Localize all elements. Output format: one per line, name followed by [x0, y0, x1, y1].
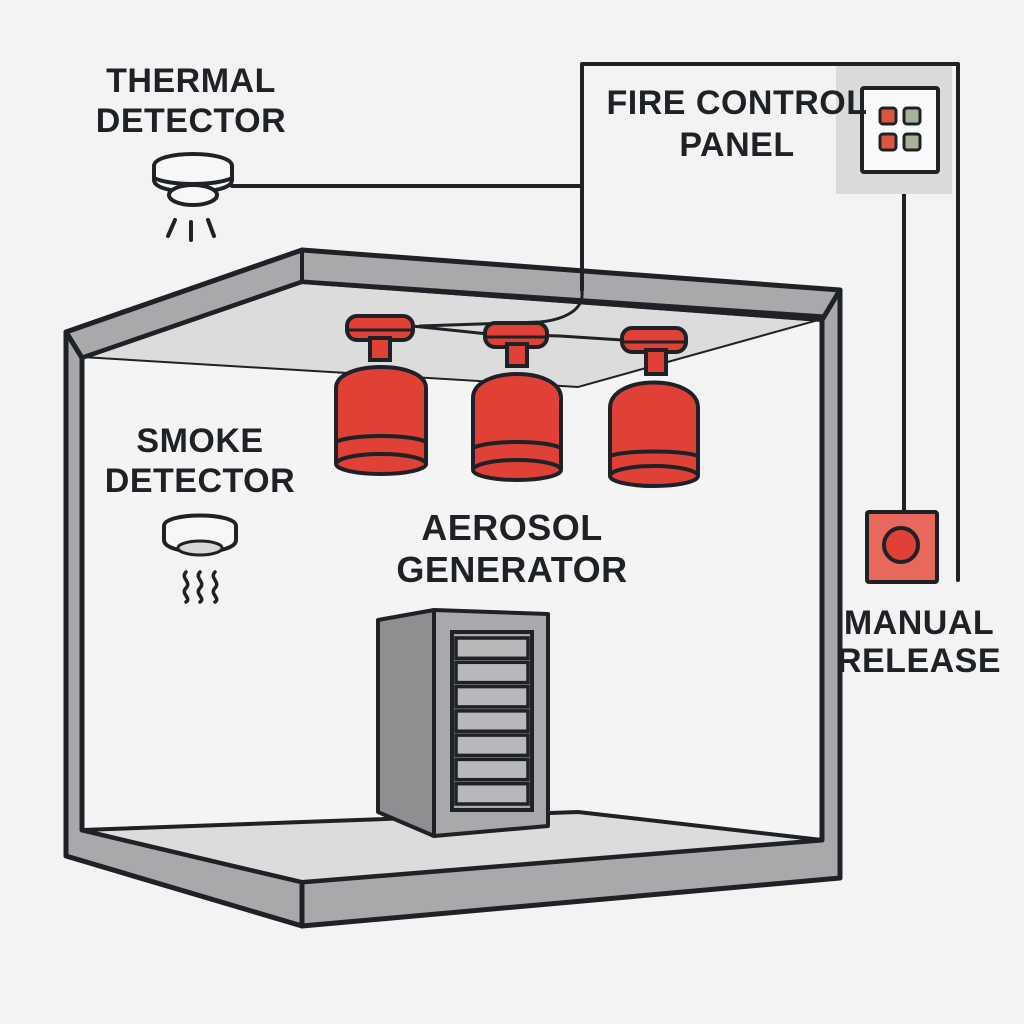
generator-slot	[454, 709, 530, 733]
generator-slots	[454, 636, 530, 806]
indicator-red-1	[878, 106, 898, 126]
manual-release-label-line1: MANUAL	[844, 604, 994, 642]
generator-slot	[454, 757, 530, 782]
smoke-detector-icon	[162, 513, 238, 604]
aerosol-generator-cabinet	[376, 608, 550, 838]
indicator-green-2	[902, 132, 922, 152]
fire-control-panel-label-line1: FIRE CONTROL	[607, 84, 868, 122]
smoke-detector-label-line2: DETECTOR	[105, 462, 295, 500]
aerosol-nozzle-1	[334, 314, 428, 476]
aerosol-nozzle-2	[471, 321, 563, 482]
thermal-detector-icon	[152, 152, 234, 242]
manual-release-button[interactable]	[865, 510, 939, 584]
aerosol-generator-label-line2: GENERATOR	[396, 549, 627, 590]
smoke-detector-label-line1: SMOKE	[136, 422, 263, 460]
generator-slot	[454, 781, 530, 806]
indicator-green-1	[902, 106, 922, 126]
aerosol-generator-label-line1: AEROSOL	[421, 507, 603, 548]
generator-slot	[454, 636, 530, 661]
fire-control-panel[interactable]	[836, 66, 952, 194]
manual-release-label-line2: RELEASE	[837, 642, 1001, 680]
cabinet-side	[376, 608, 436, 838]
aerosol-nozzle-3	[608, 326, 700, 488]
fire-control-panel-label-line2: PANEL	[679, 126, 794, 164]
thermal-detector-label-line1: THERMAL	[106, 62, 276, 100]
generator-slot	[454, 660, 530, 685]
thermal-detector-label-line2: DETECTOR	[96, 102, 286, 140]
release-push-button[interactable]	[882, 526, 920, 564]
generator-slot	[454, 684, 530, 709]
labels: THERMAL DETECTOR FIRE CONTROL PANEL SMOK…	[96, 62, 1001, 680]
indicator-red-2	[878, 132, 898, 152]
panel-box	[860, 86, 940, 174]
wire-thermal-to-panel	[230, 62, 960, 582]
generator-slot	[454, 733, 530, 758]
